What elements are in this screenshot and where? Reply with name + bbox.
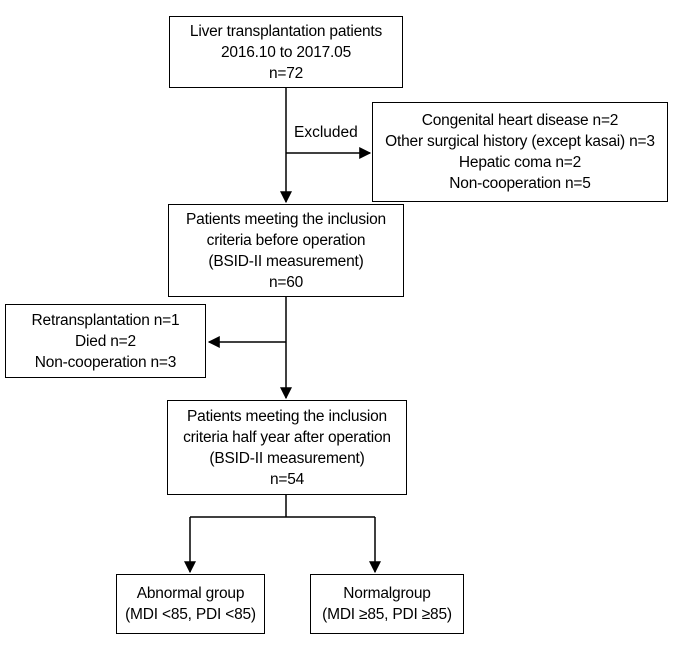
- box-excluded-pre-line-1: Congenital heart disease n=2: [421, 112, 619, 129]
- box-post-op-line-2: criteria half year after operation: [183, 428, 391, 446]
- box-abnormal-line-2: (MDI <85, PDI <85): [125, 606, 256, 623]
- box-start-line-2: 2016.10 to 2017.05: [221, 43, 351, 61]
- box-abnormal-line-1: Abnormal group: [136, 585, 245, 602]
- box-post-op: Patients meeting the inclusion criteria …: [167, 400, 407, 495]
- excluded-label: Excluded: [294, 124, 358, 141]
- box-excluded-pre-line-3: Hepatic coma n=2: [458, 154, 582, 171]
- box-pre-op-line-1: Patients meeting the inclusion: [186, 210, 386, 228]
- box-start: Liver transplantation patients 2016.10 t…: [169, 16, 403, 88]
- box-pre-op-line-4: n=60: [268, 273, 304, 291]
- box-normal-line-2: (MDI ≥85, PDI ≥85): [322, 606, 452, 623]
- box-post-op-line-3: (BSID-II measurement): [209, 449, 365, 467]
- box-pre-op-line-3: (BSID-II measurement): [208, 252, 364, 270]
- box-excluded-pre-line-2: Other surgical history (except kasai) n=…: [385, 133, 655, 150]
- box-excluded-post-line-3: Non-cooperation n=3: [34, 353, 177, 371]
- box-normal-line-1: Normalgroup: [343, 585, 431, 602]
- box-start-line-3: n=72: [268, 64, 304, 82]
- box-excluded-pre: Congenital heart disease n=2 Other surgi…: [372, 102, 668, 202]
- box-excluded-post-line-1: Retransplantation n=1: [31, 311, 180, 329]
- box-excluded-pre-line-4: Non-cooperation n=5: [449, 175, 591, 192]
- box-post-op-line-4: n=54: [269, 470, 305, 488]
- box-normal: Normalgroup (MDI ≥85, PDI ≥85): [310, 574, 464, 634]
- box-abnormal: Abnormal group (MDI <85, PDI <85): [116, 574, 265, 634]
- box-excluded-post: Retransplantation n=1 Died n=2 Non-coope…: [5, 304, 206, 378]
- box-excluded-post-line-2: Died n=2: [75, 332, 136, 350]
- box-start-line-1: Liver transplantation patients: [189, 22, 383, 40]
- box-pre-op: Patients meeting the inclusion criteria …: [168, 204, 404, 297]
- box-pre-op-line-2: criteria before operation: [206, 231, 366, 249]
- box-post-op-line-1: Patients meeting the inclusion: [187, 407, 387, 425]
